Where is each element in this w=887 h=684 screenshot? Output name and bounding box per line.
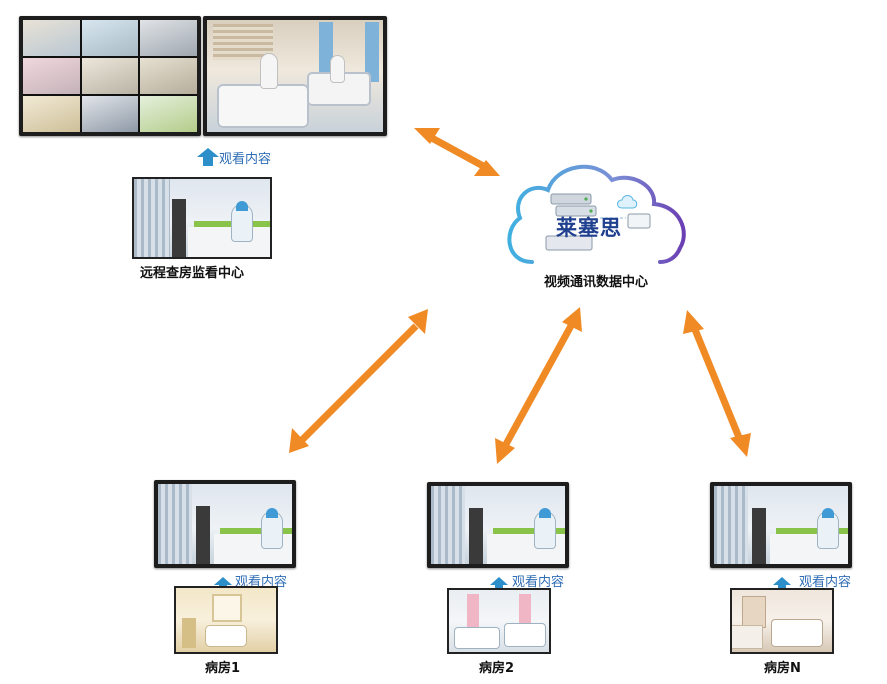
watch-content-label: 观看内容	[512, 575, 565, 590]
up-arrow-icon	[214, 577, 232, 592]
monitoring-wall-left-screen	[19, 16, 201, 136]
ward-1-room-image	[176, 588, 276, 652]
ward-1-room-photo	[174, 586, 278, 654]
up-arrow-icon	[490, 577, 508, 592]
brand-name: 莱塞思	[556, 215, 622, 240]
ward-2-room-image	[449, 590, 549, 652]
camera-grid	[23, 20, 197, 132]
camera-feed	[81, 96, 139, 132]
camera-feed	[81, 58, 139, 94]
cloud-icon	[507, 164, 686, 264]
camera-feed	[140, 20, 197, 56]
ward-n-screen	[714, 486, 848, 564]
ward-1-screen	[158, 484, 292, 564]
up-arrow-icon	[197, 148, 219, 166]
camera-feed	[23, 96, 80, 132]
watch-content-label: 观看内容	[219, 152, 272, 167]
ward-2-monitor	[427, 482, 569, 568]
camera-feed	[23, 58, 80, 94]
camera-feed	[23, 20, 80, 56]
link-wardN-to-datacenter	[683, 310, 751, 457]
camera-feed	[81, 20, 139, 56]
ward-2-screen	[431, 486, 565, 564]
link-ward2-to-datacenter	[495, 307, 582, 464]
ward-2-room-photo	[447, 588, 551, 654]
camera-feed	[140, 96, 197, 132]
consultation-desk-image	[134, 179, 270, 257]
monitor-center-photo	[132, 177, 272, 259]
ward-n-monitor	[710, 482, 852, 568]
monitor-center-label: 远程查房监看中心	[140, 266, 245, 281]
ward-1-label: 病房1	[205, 661, 241, 676]
watch-content-label: 观看内容	[799, 575, 852, 590]
monitoring-wall-right-screen	[203, 16, 387, 136]
camera-feed	[140, 58, 197, 94]
link-monitor-to-datacenter	[414, 128, 500, 176]
data-center-label: 视频通讯数据中心	[544, 275, 649, 290]
link-ward1-to-datacenter	[289, 309, 428, 453]
ward-n-label: 病房N	[764, 661, 801, 676]
ward-n-room-photo	[730, 588, 834, 654]
ward-room-view	[207, 20, 383, 132]
ward-2-label: 病房2	[479, 661, 515, 676]
ward-1-monitor	[154, 480, 296, 568]
ward-n-room-image	[732, 590, 832, 652]
up-arrow-icon	[773, 577, 791, 592]
